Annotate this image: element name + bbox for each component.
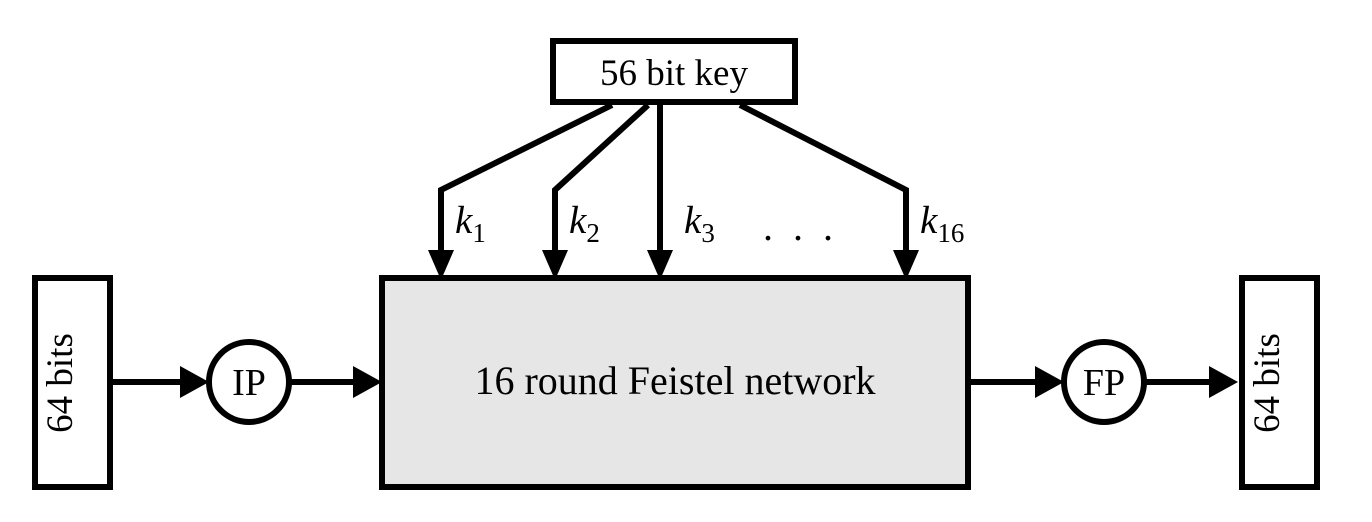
final-permutation-node[interactable]: FP [1061,339,1147,425]
output-block-label: 64 bits [1247,333,1288,433]
arrowhead-input-to-ip [180,366,209,398]
round-key-ellipsis: . . . [763,204,838,249]
connector-fp-to-output [1144,366,1238,398]
feistel-network-rect [379,275,971,490]
key-branch-k1 [438,102,614,270]
feistel-network-label: 16 round Feistel network [474,358,875,403]
initial-permutation-node[interactable]: IP [206,339,292,425]
input-block[interactable]: 64 bits [32,275,113,490]
key-branch-k2 [552,102,651,270]
round-key-label-k2: k2 [569,199,600,248]
final-permutation-label: FP [1083,362,1125,404]
round-key-label-k16: k16 [920,199,964,248]
input-block-rect [32,275,113,490]
arrowhead-k16 [893,250,919,280]
input-block-label: 64 bits [40,333,81,433]
arrowhead-k3 [647,250,673,280]
arrowhead-k2 [542,250,568,280]
connector-ip-to-network [289,366,382,398]
round-key-label-k3: k3 [684,199,715,248]
key-branch-k16 [738,102,909,270]
key-block-label: 56 bit key [600,53,748,94]
round-key-label-k1: k1 [455,199,486,248]
connector-input-to-ip [110,366,209,398]
output-block-rect [1239,275,1320,490]
feistel-network-block[interactable]: 16 round Feistel network [379,275,971,490]
key-block[interactable]: 56 bit key [550,38,798,105]
output-block[interactable]: 64 bits [1239,275,1320,490]
connector-network-to-fp [968,366,1064,398]
arrowhead-network-to-fp [1035,366,1064,398]
initial-permutation-label: IP [232,362,266,404]
arrowhead-k1 [428,250,454,280]
round-key-connectors [438,102,909,270]
round-key-labels: k1 k2 k3 k16 . . . [455,199,964,249]
arrowhead-ip-to-network [353,366,382,398]
arrowhead-fp-to-output [1209,366,1238,398]
key-block-rect [550,38,798,105]
round-key-arrowheads [428,250,919,280]
